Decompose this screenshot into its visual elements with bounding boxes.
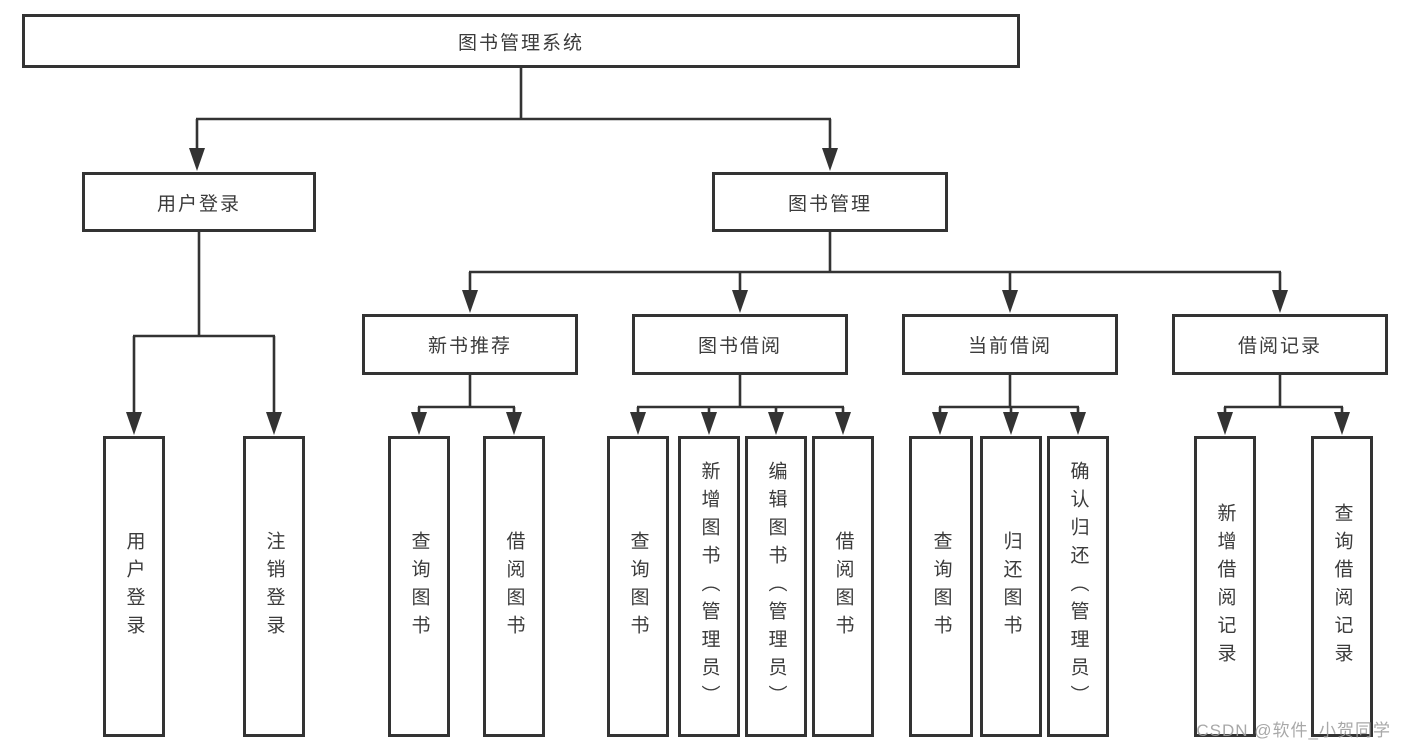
connectors-new-book-recommendation bbox=[411, 375, 522, 435]
leaf-return-books: 归还图书 bbox=[980, 436, 1042, 737]
connectors-borrowing-records bbox=[1217, 375, 1350, 435]
leaf-query-books-borrowing: 查询图书 bbox=[607, 436, 669, 737]
leaf-borrow-books-borrowing: 借阅图书 bbox=[812, 436, 874, 737]
leaf-confirm-return-admin: 确认归还（管理员） bbox=[1047, 436, 1109, 737]
leaf-edit-books-admin: 编辑图书（管理员） bbox=[745, 436, 807, 737]
leaf-add-books-admin: 新增图书（管理员） bbox=[678, 436, 740, 737]
leaf-query-books-recommend: 查询图书 bbox=[388, 436, 450, 737]
leaf-logout-login: 注销登录 bbox=[243, 436, 305, 737]
watermark: CSDN @软件_小贺同学 bbox=[1196, 721, 1391, 740]
connectors-current-borrowing bbox=[932, 375, 1086, 435]
node-book-management: 图书管理 bbox=[712, 172, 948, 232]
node-library-management-system: 图书管理系统 bbox=[22, 14, 1020, 68]
leaf-borrow-books-recommend: 借阅图书 bbox=[483, 436, 545, 737]
node-borrowing-records: 借阅记录 bbox=[1172, 314, 1388, 375]
leaf-add-borrow-record: 新增借阅记录 bbox=[1194, 436, 1256, 737]
connectors-user-login bbox=[126, 232, 282, 435]
leaf-query-borrow-record: 查询借阅记录 bbox=[1311, 436, 1373, 737]
connectors-root bbox=[189, 68, 838, 171]
node-current-borrowing: 当前借阅 bbox=[902, 314, 1118, 375]
connectors-book-borrowing bbox=[630, 375, 851, 435]
node-user-login: 用户登录 bbox=[82, 172, 316, 232]
leaf-query-books-current: 查询图书 bbox=[909, 436, 973, 737]
connectors-book-management bbox=[462, 232, 1288, 313]
node-book-borrowing: 图书借阅 bbox=[632, 314, 848, 375]
node-new-book-recommendation: 新书推荐 bbox=[362, 314, 578, 375]
leaf-user-login: 用户登录 bbox=[103, 436, 165, 737]
